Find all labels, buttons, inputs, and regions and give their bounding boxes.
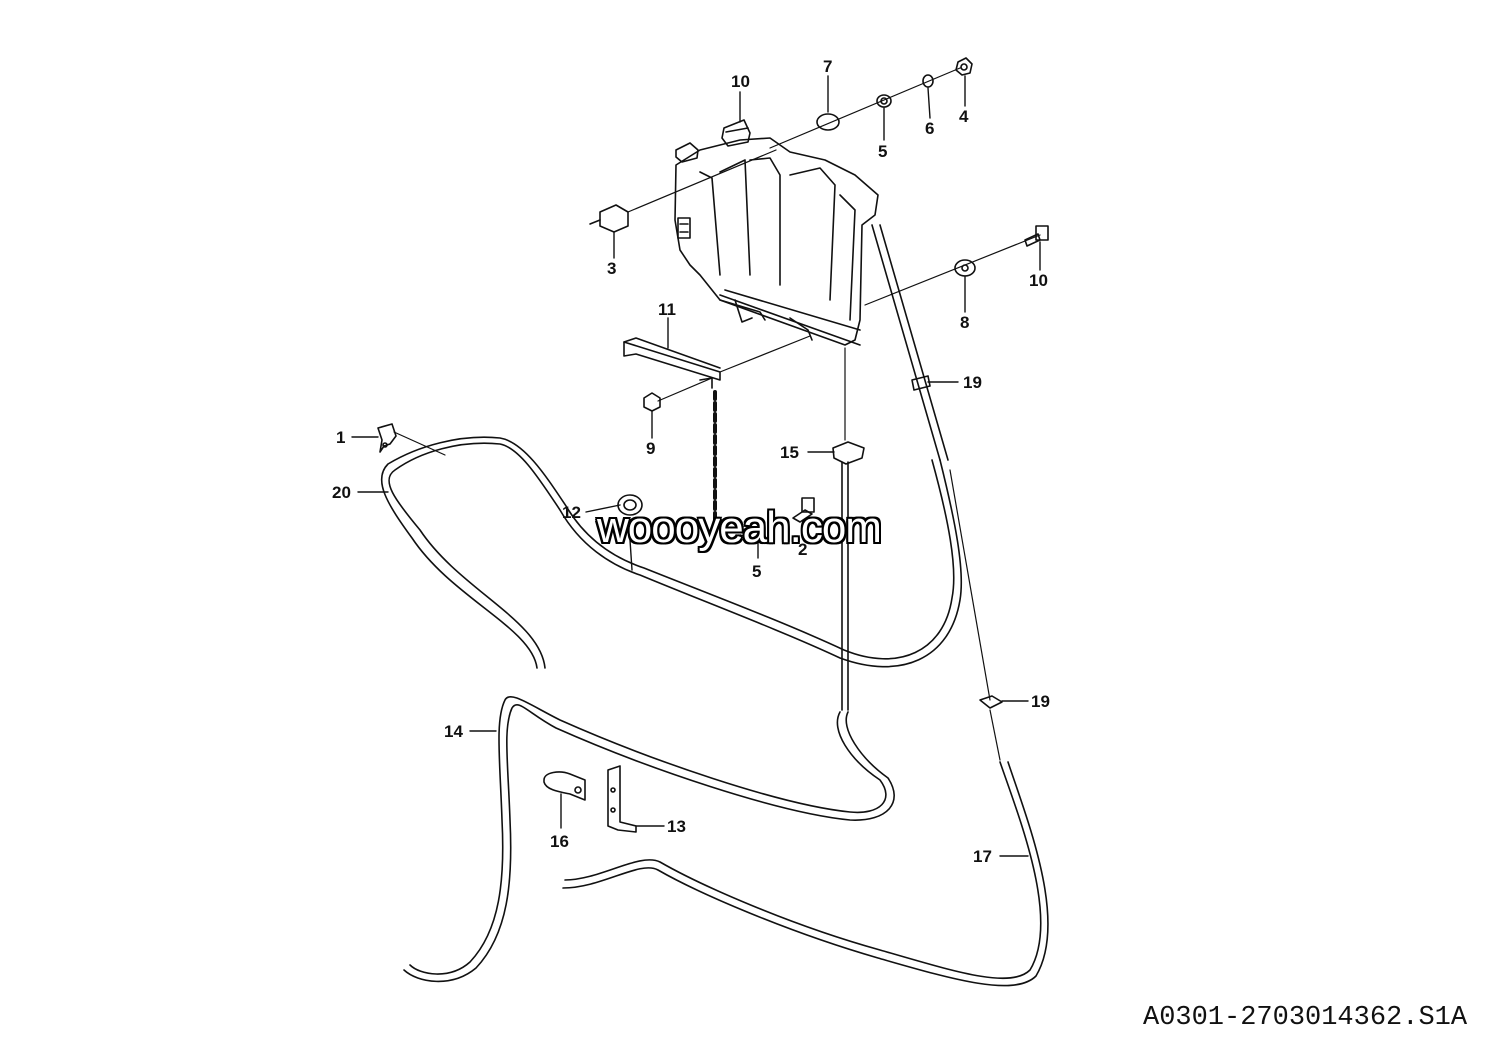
expansion-tank [674,137,879,346]
callout-2: 2 [798,540,808,559]
callout-10: 10 [1029,271,1048,290]
hose-clamp-small [543,771,586,801]
callout-6: 6 [925,119,935,138]
filler-cap [675,119,751,163]
callout-20: 20 [332,483,351,502]
vent-hose [562,224,1049,987]
watermark: woooyeah.com [597,503,882,552]
callout-19-top: 19 [963,373,982,392]
hose-clip [377,423,446,456]
callout-3: 3 [607,259,617,278]
callout-5-mid: 5 [752,562,762,581]
callout-15: 14 [444,722,463,741]
hose-bracket [607,765,637,833]
hose-lower [403,695,895,983]
nut [643,377,713,412]
hose-upper [380,436,963,669]
hose-clamp [832,347,865,711]
callout-7: 7 [823,57,833,76]
callout-18: 17 [973,847,992,866]
callout-11: 10 [731,72,750,91]
callout-8: 8 [960,313,970,332]
callout-14: 13 [667,817,686,836]
mounting-hardware-side [864,225,1049,306]
callout-13: 12 [562,503,581,522]
leader-lines [351,75,1041,857]
callout-1: 1 [336,428,346,447]
callout-17: 16 [550,832,569,851]
callout-4: 4 [959,107,969,126]
bolt [792,497,815,523]
callout-19-bottom: 19 [1031,692,1050,711]
bracket [623,335,811,389]
level-sensor [589,149,777,233]
callout-5-top: 5 [878,142,888,161]
mounting-hardware-top [769,57,973,149]
callout-16: 15 [780,443,799,462]
callout-12: 11 [658,300,676,319]
callout-9: 9 [646,439,656,458]
document-code: A0301-2703014362.S1A [1143,1003,1468,1033]
